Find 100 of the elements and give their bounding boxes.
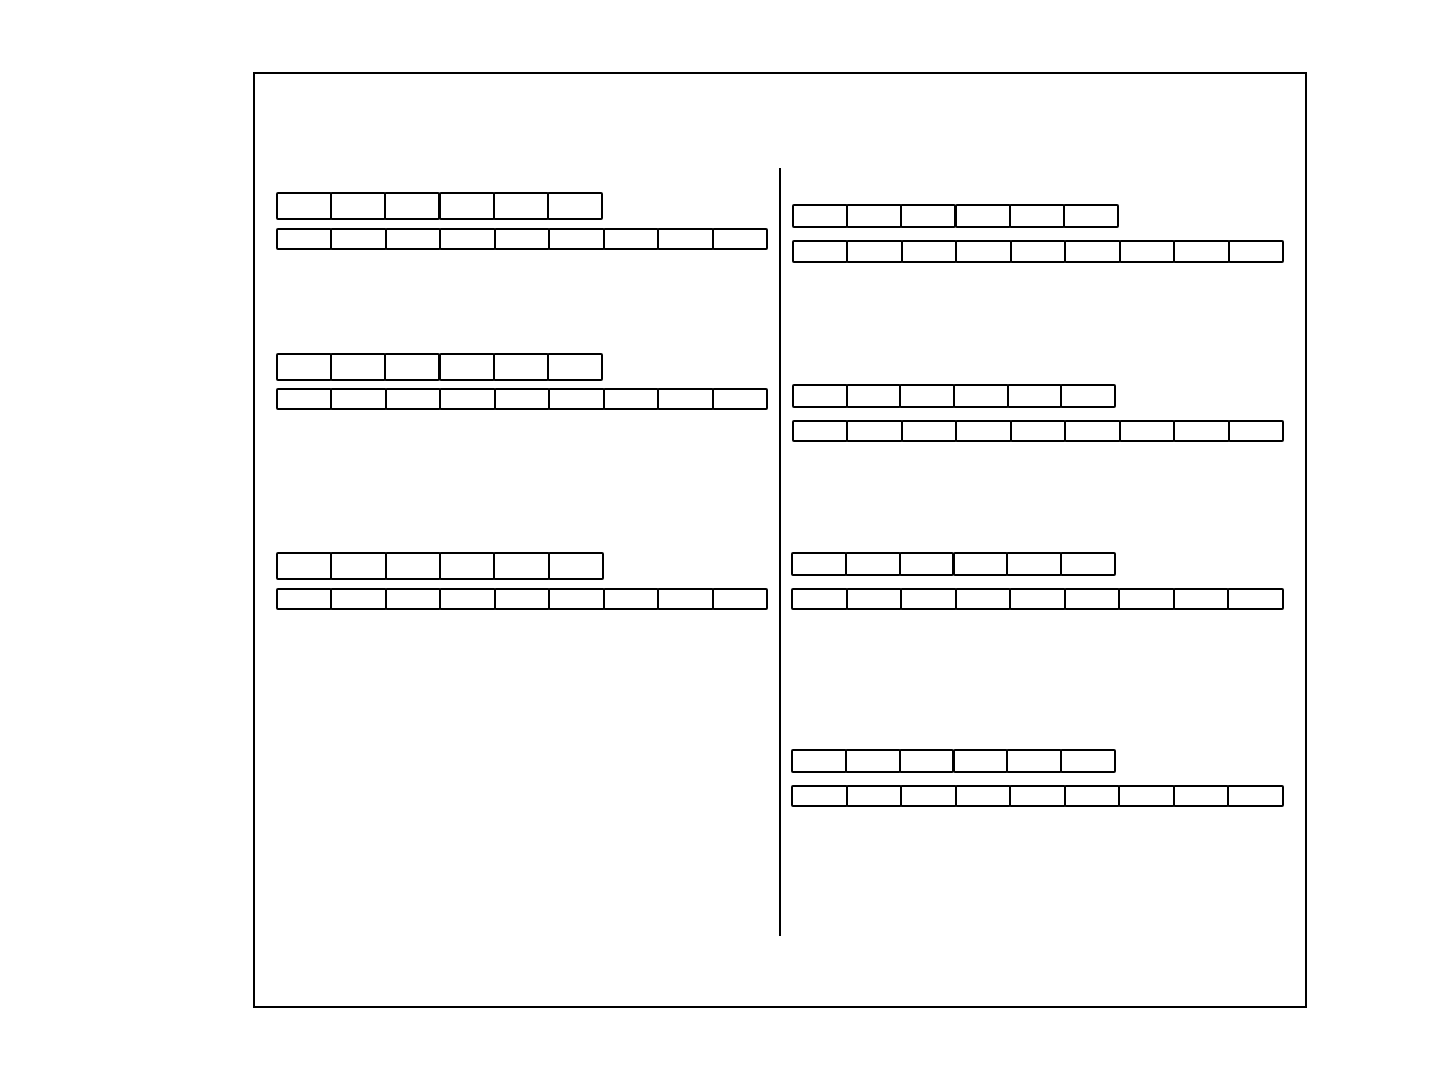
cell-box — [954, 204, 1011, 228]
cell-box — [276, 353, 333, 381]
cell-box — [1009, 785, 1066, 807]
cell-box — [1118, 240, 1176, 263]
cell-box — [1009, 420, 1067, 442]
cell-box — [439, 228, 496, 250]
cell-box — [548, 588, 605, 610]
cell-box — [844, 552, 901, 576]
cell-box — [1172, 588, 1230, 610]
cell-box — [791, 785, 848, 807]
cell-box — [384, 228, 442, 250]
cell-box — [1006, 749, 1063, 773]
cell-box — [1060, 552, 1116, 576]
cell-box — [1227, 420, 1284, 442]
cell-box — [438, 353, 495, 381]
cell-box — [384, 192, 441, 220]
cell-box — [1063, 588, 1121, 610]
cell-box — [330, 552, 387, 580]
cell-box — [1227, 785, 1284, 807]
cell-box — [1118, 420, 1176, 442]
cell-box — [493, 228, 551, 250]
cell-box — [1009, 588, 1066, 610]
cell-box — [845, 785, 903, 807]
cell-box — [952, 552, 1009, 576]
cell-box — [439, 552, 496, 580]
cell-box — [900, 240, 958, 263]
cell-box — [1064, 420, 1121, 442]
cell-box — [546, 353, 603, 381]
cell-box — [438, 192, 495, 220]
cell-box — [1227, 240, 1284, 263]
cell-box — [711, 588, 768, 610]
cell-box — [846, 204, 903, 228]
cell-box — [276, 192, 333, 220]
cell-box — [1006, 552, 1063, 576]
cell-box — [898, 749, 955, 773]
cell-box — [1060, 384, 1116, 408]
cell-box — [711, 388, 768, 410]
cell-box — [1118, 785, 1175, 807]
cell-box — [1173, 420, 1230, 442]
cell-box — [548, 228, 605, 250]
cell-box — [792, 240, 849, 263]
cell-box — [493, 552, 550, 580]
cell-box — [1064, 240, 1121, 263]
cell-box — [276, 388, 333, 410]
cell-box — [657, 588, 714, 610]
cell-box — [330, 192, 387, 220]
cell-box — [602, 588, 660, 610]
cell-box — [791, 588, 848, 610]
cell-box — [1063, 785, 1121, 807]
cell-box — [791, 552, 847, 576]
cell-box — [711, 228, 768, 250]
cell-box — [952, 749, 1009, 773]
cell-box — [791, 749, 847, 773]
cell-box — [548, 388, 605, 410]
cell-box — [792, 204, 849, 228]
cell-box — [900, 420, 958, 442]
cell-box — [330, 353, 387, 381]
cell-box — [493, 588, 551, 610]
cell-box — [547, 552, 604, 580]
cell-box — [439, 388, 496, 410]
cell-box — [657, 388, 714, 410]
cell-box — [330, 388, 387, 410]
cell-box — [492, 192, 549, 220]
cell-box — [954, 588, 1012, 610]
cell-box — [602, 388, 660, 410]
cell-box — [844, 749, 901, 773]
cell-box — [493, 388, 551, 410]
cell-box — [384, 388, 442, 410]
cell-box — [845, 384, 902, 408]
cell-box — [602, 228, 660, 250]
cell-box — [330, 588, 387, 610]
cell-box — [384, 552, 441, 580]
cell-box — [439, 588, 496, 610]
cell-box — [276, 552, 333, 580]
cell-box — [1118, 588, 1175, 610]
cell-box — [1060, 749, 1116, 773]
cell-box — [384, 588, 442, 610]
cell-box — [1227, 588, 1284, 610]
cell-box — [954, 785, 1012, 807]
cell-box — [1173, 240, 1230, 263]
cell-box — [657, 228, 714, 250]
cell-box — [330, 228, 387, 250]
cell-box — [1172, 785, 1230, 807]
cell-box — [1006, 384, 1063, 408]
cell-box — [792, 384, 848, 408]
cell-box — [546, 192, 603, 220]
cell-box — [492, 353, 549, 381]
cell-box — [792, 420, 849, 442]
cell-box — [953, 384, 1009, 408]
cell-box — [898, 552, 955, 576]
cell-box — [846, 420, 903, 442]
cell-box — [900, 785, 957, 807]
cell-box — [384, 353, 441, 381]
cell-box — [276, 588, 333, 610]
cell-box — [846, 240, 903, 263]
cell-box — [899, 384, 955, 408]
cell-box — [276, 228, 333, 250]
cell-box — [900, 204, 957, 228]
cell-box — [955, 420, 1012, 442]
cell-box — [845, 588, 903, 610]
